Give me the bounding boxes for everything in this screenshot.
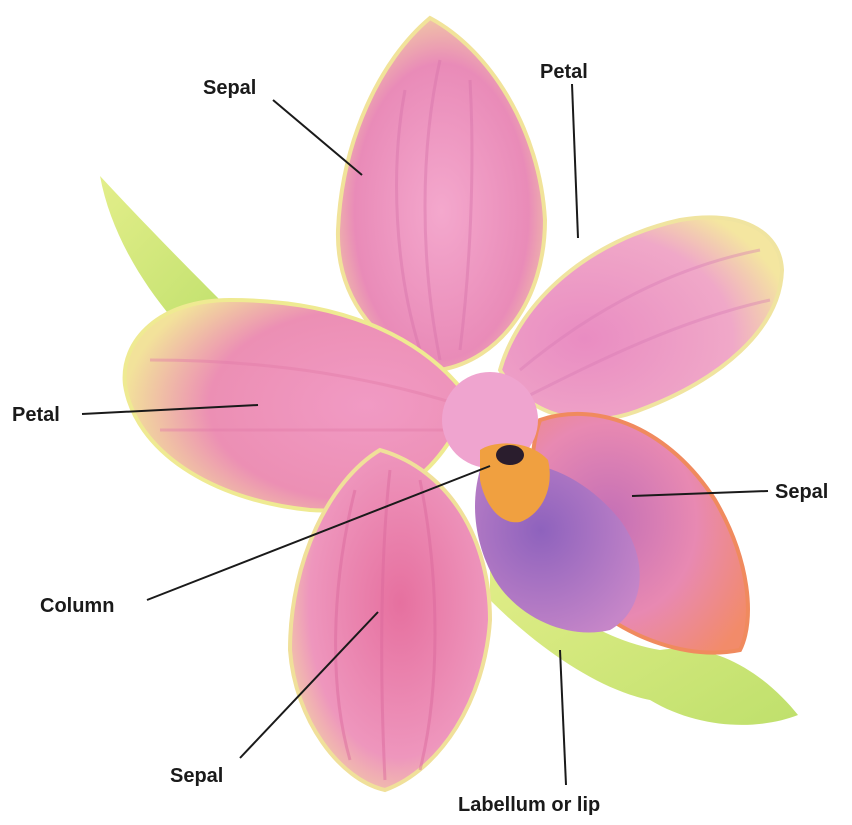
leader-column <box>147 466 490 600</box>
leader-petal-top <box>572 84 578 238</box>
leader-sepal-top <box>273 100 362 175</box>
label-petal-top: Petal <box>540 62 588 82</box>
label-column: Column <box>40 596 114 616</box>
leader-sepal-right <box>632 491 768 496</box>
label-labellum: Labellum or lip <box>458 795 600 815</box>
leader-sepal-bottom <box>240 612 378 758</box>
label-sepal-right: Sepal <box>775 482 828 502</box>
label-petal-left: Petal <box>12 405 60 425</box>
label-sepal-bottom: Sepal <box>170 766 223 786</box>
label-sepal-top: Sepal <box>203 78 256 98</box>
leader-labellum <box>560 650 566 785</box>
leader-petal-left <box>82 405 258 414</box>
